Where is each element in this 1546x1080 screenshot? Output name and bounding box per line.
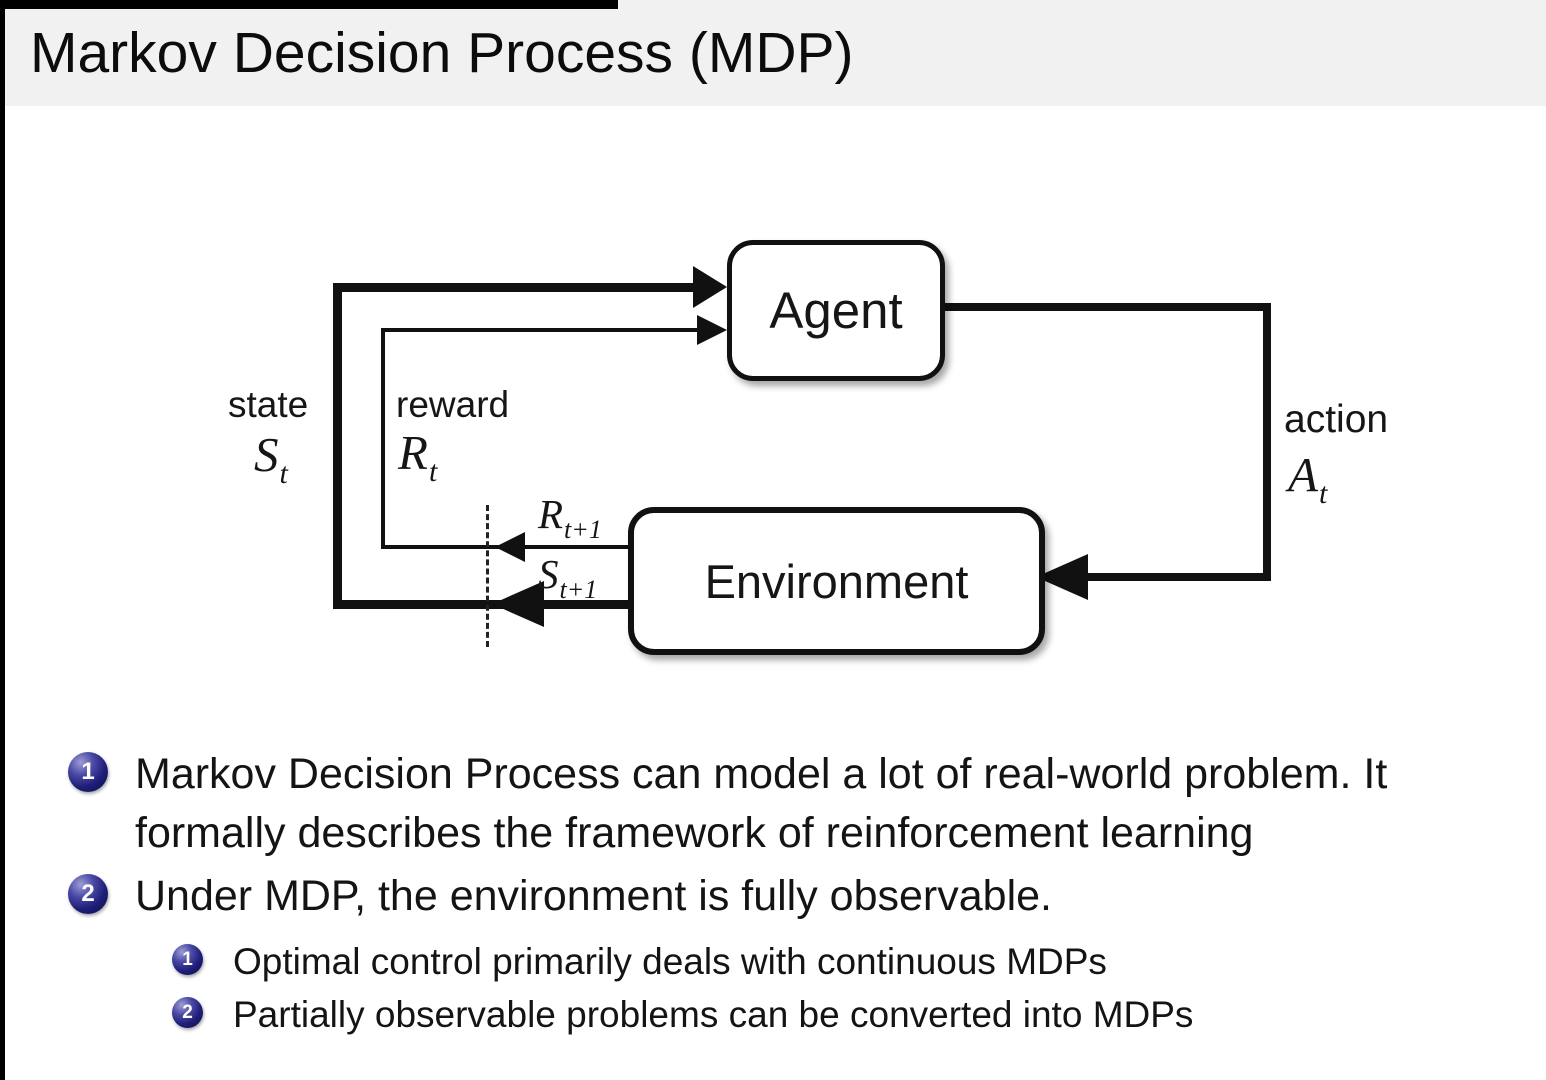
bullet-marker-2: 2 <box>68 874 108 914</box>
time-step-dashed-line <box>486 505 489 647</box>
next-state-line <box>333 600 628 609</box>
action-symbol: At <box>1288 447 1328 510</box>
reward-line-to-agent <box>381 328 699 332</box>
state-word-label: state <box>228 384 309 425</box>
state-line-vertical <box>333 283 342 609</box>
reward-arrowhead-icon <box>697 315 727 345</box>
reward-word-label: reward <box>396 384 510 425</box>
state-arrowhead-icon <box>693 266 727 308</box>
left-border-line <box>0 0 5 1080</box>
next-reward-symbol: Rt+1 <box>538 491 602 544</box>
bullet-item-1: Markov Decision Process can model a lot … <box>135 745 1387 863</box>
next-state-arrowhead-icon <box>492 581 544 627</box>
bullet-item-1-line-1: Markov Decision Process can model a lot … <box>135 750 1388 798</box>
bullet-marker-1: 1 <box>68 752 108 792</box>
page-title: Markov Decision Process (MDP) <box>30 21 854 85</box>
agent-node: Agent <box>727 240 945 381</box>
action-word-label: action <box>1284 398 1389 441</box>
sub-bullet-item-2: Partially observable problems can be con… <box>233 994 1194 1035</box>
bullet-item-1-line-2: formally describes the framework of rein… <box>135 809 1254 857</box>
sub-bullet-marker-2: 2 <box>172 997 203 1028</box>
action-line-to-environment <box>1036 573 1271 581</box>
bullet-item-2-line-1: Under MDP, the environment is fully obse… <box>135 872 1052 920</box>
next-state-symbol: St+1 <box>538 551 598 604</box>
action-line-from-agent <box>935 303 1271 311</box>
agent-label: Agent <box>769 282 903 339</box>
top-border-strip <box>0 0 618 9</box>
sub-bullet-marker-1: 1 <box>172 944 203 975</box>
bullet-item-2: Under MDP, the environment is fully obse… <box>135 867 1052 926</box>
sub-bullet-item-1: Optimal control primarily deals with con… <box>233 941 1107 982</box>
reward-symbol: Rt <box>398 425 438 488</box>
reward-line-vertical <box>381 328 385 549</box>
state-symbol: St <box>254 427 288 490</box>
title-bar: Markov Decision Process (MDP) <box>0 0 1546 106</box>
action-line-vertical <box>1263 303 1271 581</box>
state-line-to-agent <box>333 283 695 292</box>
environment-node: Environment <box>628 507 1045 655</box>
next-reward-arrowhead-icon <box>495 532 525 562</box>
environment-label: Environment <box>704 554 969 608</box>
